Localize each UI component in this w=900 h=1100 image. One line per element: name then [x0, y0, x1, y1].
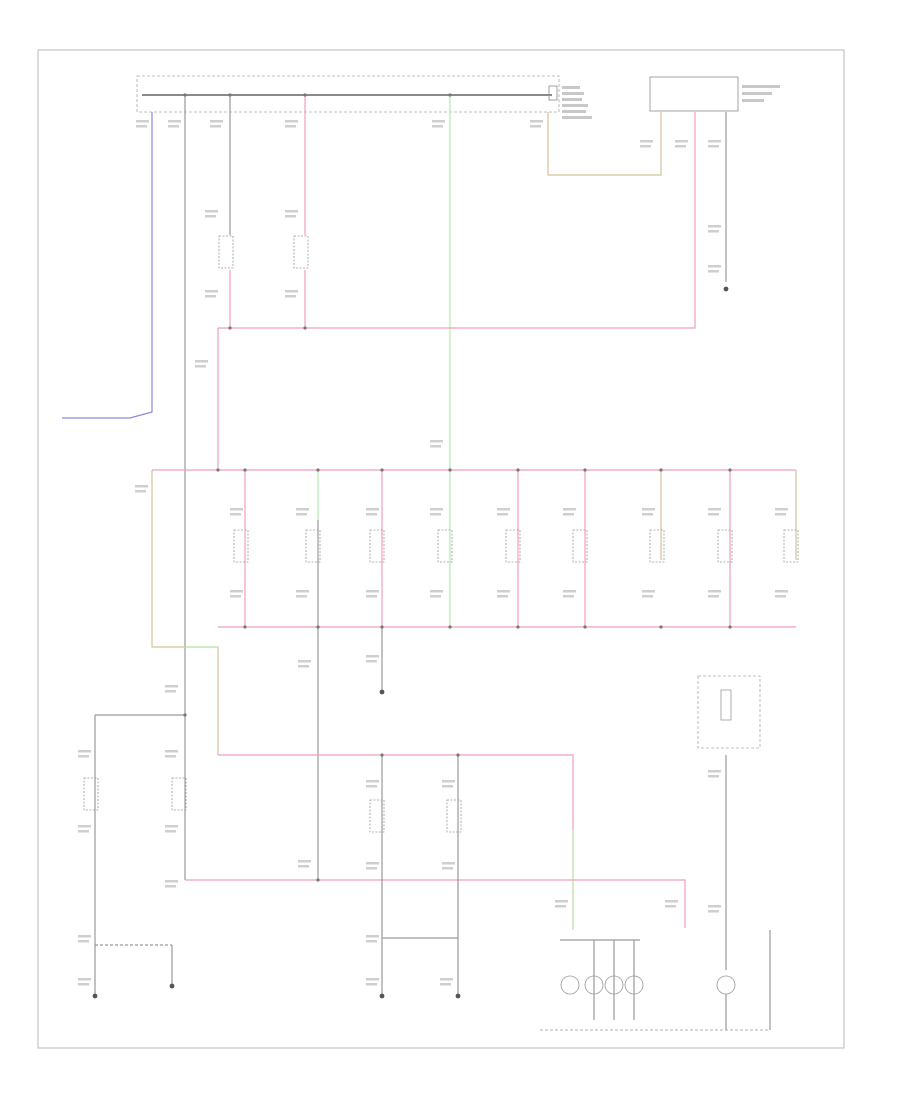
right-fuse-box — [697, 675, 761, 749]
lamp-lower-2 — [171, 777, 187, 811]
lamp-8 — [717, 529, 733, 563]
illegible-labels — [78, 120, 788, 986]
ground-top-right — [723, 286, 729, 292]
lamp-5 — [505, 529, 521, 563]
ground-bottom-1 — [92, 993, 98, 999]
lamp-1 — [233, 529, 249, 563]
lamp-lower-3 — [369, 799, 385, 833]
splice-points — [183, 93, 732, 882]
lower-lamps — [83, 777, 462, 833]
lamp-3 — [369, 529, 385, 563]
combination-meter — [649, 76, 780, 112]
meter-lamp-right — [716, 755, 771, 1030]
switch-left-2 — [293, 235, 309, 269]
gauges — [540, 939, 770, 1031]
wire-pink-meter — [218, 112, 696, 329]
wire-blue — [62, 112, 153, 419]
lamp-lower-1 — [83, 777, 99, 811]
wire-tan-meter — [547, 112, 662, 176]
ground-bottom-2 — [169, 983, 175, 989]
fuse-block-label — [562, 86, 592, 119]
upper-switches — [218, 235, 309, 269]
lower-pink-bus — [218, 754, 574, 930]
lamp-9 — [783, 529, 799, 563]
lamp-6 — [572, 529, 588, 563]
lamp-row — [233, 529, 799, 563]
lamp-lower-4 — [446, 799, 462, 833]
lamp-7 — [649, 529, 665, 563]
ground-bottom-4 — [455, 993, 461, 999]
switch-left-1 — [218, 235, 234, 269]
lamp-2 — [305, 529, 321, 563]
lamp-row-verticals — [244, 470, 731, 880]
grounds — [92, 286, 729, 999]
ground-center — [379, 689, 385, 695]
ground-bottom-3 — [379, 993, 385, 999]
lower-return-bus — [185, 879, 686, 928]
lamp-4 — [437, 529, 453, 563]
fuse-block — [136, 75, 560, 113]
diagram-frame — [37, 49, 845, 1049]
